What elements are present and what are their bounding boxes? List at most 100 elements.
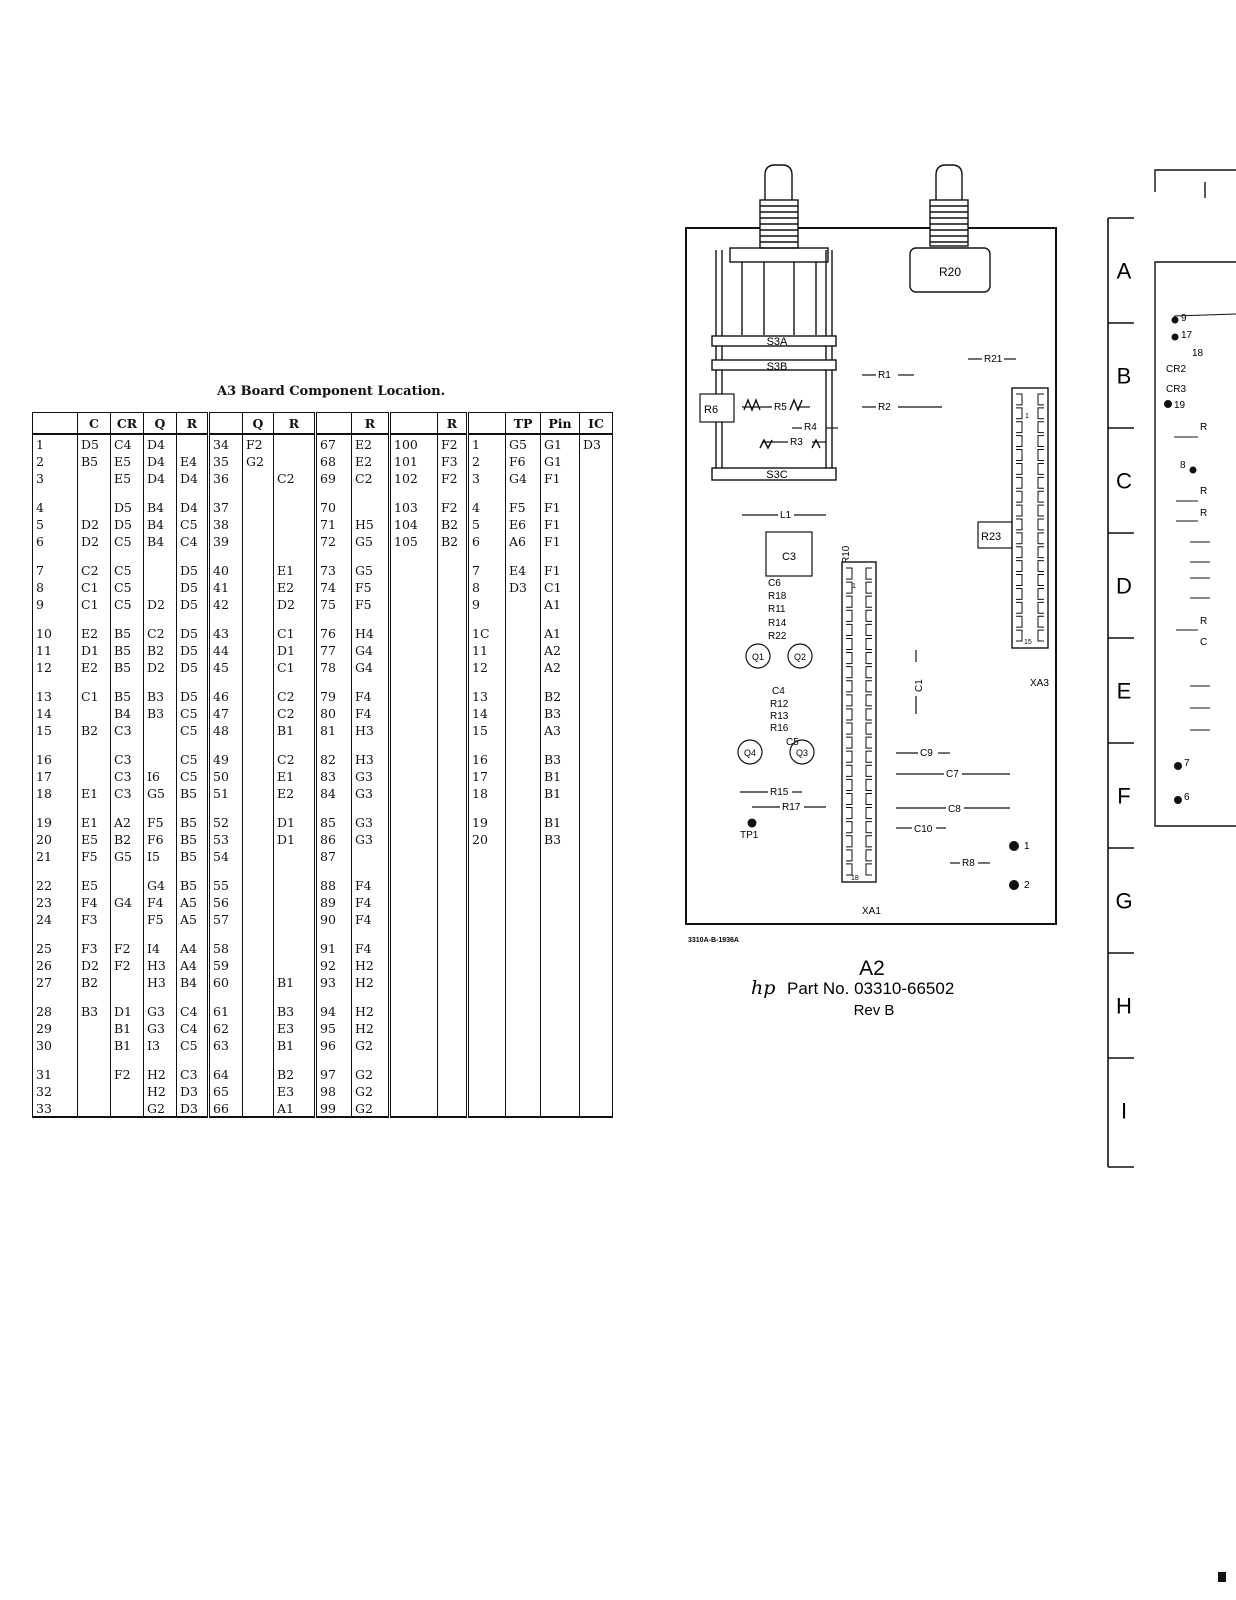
table-cell: [579, 1002, 613, 1019]
table-cell: 70: [314, 498, 352, 515]
table-cell: F6: [143, 830, 177, 847]
s3b-label: S3B: [767, 361, 788, 373]
c3-box: [765, 531, 813, 577]
table-cell: G2: [351, 1099, 390, 1118]
connector-pin: [1016, 587, 1044, 600]
connector-pin: [846, 835, 872, 848]
table-cell: [579, 561, 613, 578]
table-cell: 63: [207, 1036, 243, 1053]
connector-pin: [846, 666, 872, 679]
table-cell: [579, 830, 613, 847]
table-cell: 28: [32, 1002, 78, 1019]
grid-letter: F: [1117, 784, 1130, 809]
table-cell: D5: [176, 561, 209, 578]
table-cell: G4: [110, 893, 144, 910]
table-cell: 90: [314, 910, 352, 927]
point-2-label: 2: [1024, 880, 1030, 891]
connector-body: [841, 561, 877, 883]
revision: Rev B: [854, 1002, 895, 1019]
table-cell: 50: [207, 767, 243, 784]
table-cell: 69: [314, 469, 352, 486]
table-cell: A3: [540, 721, 580, 738]
c3-label: C3: [782, 551, 796, 563]
table-cell: 1C: [466, 624, 506, 641]
table-cell: E2: [351, 452, 390, 469]
c7-label: C7: [946, 769, 959, 780]
table-cell: [579, 498, 613, 515]
table-cell: D4: [176, 469, 209, 486]
grid-letter: I: [1121, 1099, 1127, 1124]
table-cell: 78: [314, 658, 352, 675]
spacer-cell: [579, 675, 613, 687]
table-cell: 98: [314, 1082, 352, 1099]
table-cell: C5: [176, 515, 209, 532]
xa3-pin15-label: 15: [1024, 639, 1032, 646]
table-cell: C2: [273, 750, 316, 767]
table-cell: 42: [207, 595, 243, 612]
adjacent-board-edge: [1154, 169, 1236, 827]
table-cell: 101: [388, 452, 438, 469]
r6-label: R6: [704, 404, 718, 416]
table-cell: G5: [351, 532, 390, 549]
table-cell: 11: [466, 641, 506, 658]
r6-box: [699, 393, 735, 423]
table-cell: 32: [32, 1082, 78, 1099]
table-cell: 20: [32, 830, 78, 847]
table-cell: G3: [351, 767, 390, 784]
spacer-cell: [579, 1053, 613, 1065]
xa3-pin1-label: 1: [1025, 413, 1029, 420]
table-cell: 40: [207, 561, 243, 578]
connector-pin: [1016, 476, 1044, 489]
drawing-number: 3310A-B-1936A: [688, 937, 739, 944]
q3-label: Q3: [796, 748, 808, 758]
connector-pin: [1016, 532, 1044, 545]
table-cell: B4: [143, 532, 177, 549]
c5-label: C5: [786, 737, 799, 748]
table-cell: B5: [176, 784, 209, 801]
table-cell: F4: [351, 939, 390, 956]
table-cell: 13: [32, 687, 78, 704]
table-cell: [579, 973, 613, 990]
table-cell: D5: [176, 658, 209, 675]
xa1-connector: [841, 561, 877, 883]
table-cell: [579, 1099, 613, 1118]
table-cell: G4: [351, 641, 390, 658]
table-cell: [579, 1065, 613, 1082]
table-cell: B2: [143, 641, 177, 658]
pin-8-label: 8: [1180, 460, 1186, 471]
cr2-label: CR2: [1166, 364, 1186, 375]
pin-9-dot: [1171, 316, 1179, 324]
table-cell: [579, 750, 613, 767]
table-cell: 14: [466, 704, 506, 721]
table-cell: H3: [143, 973, 177, 990]
pin-17-dot: [1171, 333, 1179, 341]
table-cell: 58: [207, 939, 243, 956]
point-1-dot: [1009, 841, 1019, 851]
group-spacer: [32, 738, 613, 750]
r17-label: R17: [782, 802, 801, 813]
table-cell: 84: [314, 784, 352, 801]
table-cell: F1: [540, 498, 580, 515]
table-cell: I6: [143, 767, 177, 784]
table-cell: 43: [207, 624, 243, 641]
connector-pin: [1016, 629, 1044, 642]
table-cell: C4: [176, 1002, 209, 1019]
grid-letter: E: [1117, 679, 1132, 704]
spacer-cell: [579, 738, 613, 750]
pin-8-dot: [1189, 466, 1197, 474]
table-cell: C5: [176, 750, 209, 767]
table-cell: 104: [388, 515, 438, 532]
table-cell: G2: [351, 1036, 390, 1053]
connector-pin: [846, 792, 872, 806]
r11-label: R11: [768, 604, 786, 615]
